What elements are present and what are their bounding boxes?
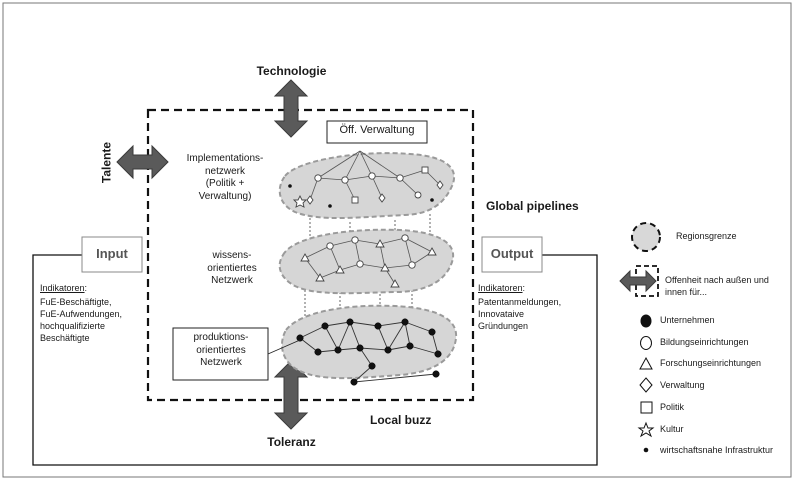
arrow-technology: [273, 79, 309, 138]
legend-politics-label: Politik: [660, 402, 685, 412]
label-public-admin: Öff. Verwaltung: [339, 124, 415, 136]
production-label-connector: [267, 339, 301, 355]
legend-openness-arrow: [619, 269, 657, 293]
public-admin-box: [326, 120, 428, 144]
input-box: [81, 236, 143, 273]
output-indicator-heading: Indikatoren:: [478, 283, 526, 293]
input-indicator-heading: Indikatoren:: [40, 283, 88, 293]
label-local-buzz: Local buzz: [370, 413, 432, 427]
arrow-talents: [116, 144, 169, 180]
feedback-loop-line: [32, 254, 598, 466]
label-production-network: produktions- orientiertes Netzwerk: [193, 332, 249, 368]
legend-administration-icon: [639, 377, 653, 393]
layer-production: [281, 304, 458, 386]
legend-graphics: [619, 222, 661, 453]
legend-culture-icon: [637, 421, 655, 438]
legend-education-label: Bildungseinrichtungen: [660, 337, 749, 347]
legend-research-icon: [639, 356, 653, 370]
region-boundary: [146, 108, 475, 402]
legend-region-icon: [631, 222, 661, 252]
arrow-tolerance: [273, 360, 309, 430]
legend-region-label: Regionsgrenze: [676, 231, 737, 241]
input-label: Input: [96, 246, 128, 261]
input-indicators: FuE-Beschäftigte, FuE-Aufwendungen, hoch…: [40, 297, 123, 344]
label-global-pipelines: Global pipelines: [486, 199, 579, 213]
legend-openness-label: Offenheit nach außen und innen für...: [665, 275, 769, 297]
legend-research-label: Forschungseinrichtungen: [660, 358, 762, 368]
label-tolerance: Toleranz: [267, 435, 316, 449]
legend-company-icon: [640, 314, 652, 328]
output-box: [481, 236, 543, 273]
output-label: Output: [490, 246, 534, 261]
label-implementation-network: Implementations- netzwerk (Politik + Ver…: [186, 153, 264, 202]
legend-education-icon: [640, 336, 652, 350]
label-knowledge-network: wissens- orientiertes Netzwerk: [207, 250, 257, 286]
legend-administration-label: Verwaltung: [660, 380, 705, 390]
output-indicators: Patentanmeldungen, Innovataive Gründunge…: [478, 297, 562, 332]
layer-knowledge: [278, 228, 455, 295]
legend-companies-label: Unternehmen: [660, 315, 715, 325]
legend-infrastructure-label: wirtschaftsnahe Infrastruktur: [660, 445, 774, 455]
layer-implementation: [278, 150, 455, 220]
label-talents: Talente: [99, 141, 114, 184]
legend-infrastructure-icon: [643, 447, 649, 453]
legend-politics-icon: [640, 401, 653, 414]
label-technology: Technologie: [256, 64, 327, 78]
legend-culture-label: Kultur: [660, 424, 684, 434]
